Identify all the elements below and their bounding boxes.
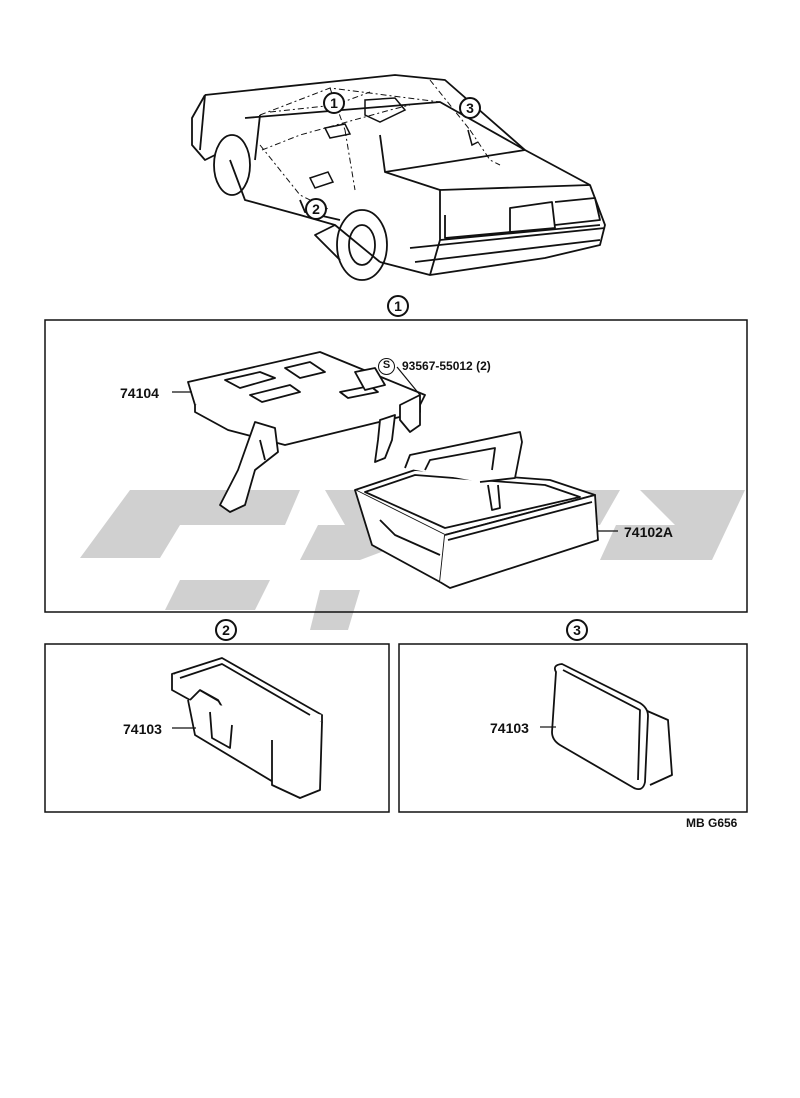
callout-overview-1: 1 [323, 92, 345, 114]
leader-lines [172, 366, 618, 729]
car-overview-parts [308, 97, 479, 189]
callout-overview-2: 2 [305, 198, 327, 220]
part-label-74103-right: 74103 [490, 720, 529, 736]
tray-74102A [354, 431, 599, 589]
panel-3-frame [398, 643, 748, 813]
part-label-74103-left: 74103 [123, 721, 162, 737]
car-overview [191, 74, 606, 281]
callout-overview-3: 3 [459, 97, 481, 119]
screw-symbol: S [378, 358, 395, 375]
part-label-screw: 93567-55012 (2) [402, 359, 491, 373]
callout-panel-3: 3 [566, 619, 588, 641]
diagram-code: MB G656 [686, 816, 738, 830]
box-74103-left [171, 657, 323, 799]
callout-panel-2: 2 [215, 619, 237, 641]
callout-panel-1: 1 [387, 295, 409, 317]
panel-2-frame [44, 643, 390, 813]
bracket-74104 [187, 351, 426, 513]
panel-1-frame [44, 319, 748, 613]
box-74103-right [551, 663, 673, 791]
part-label-74102A: 74102A [624, 524, 674, 540]
part-label-74104: 74104 [120, 385, 159, 401]
